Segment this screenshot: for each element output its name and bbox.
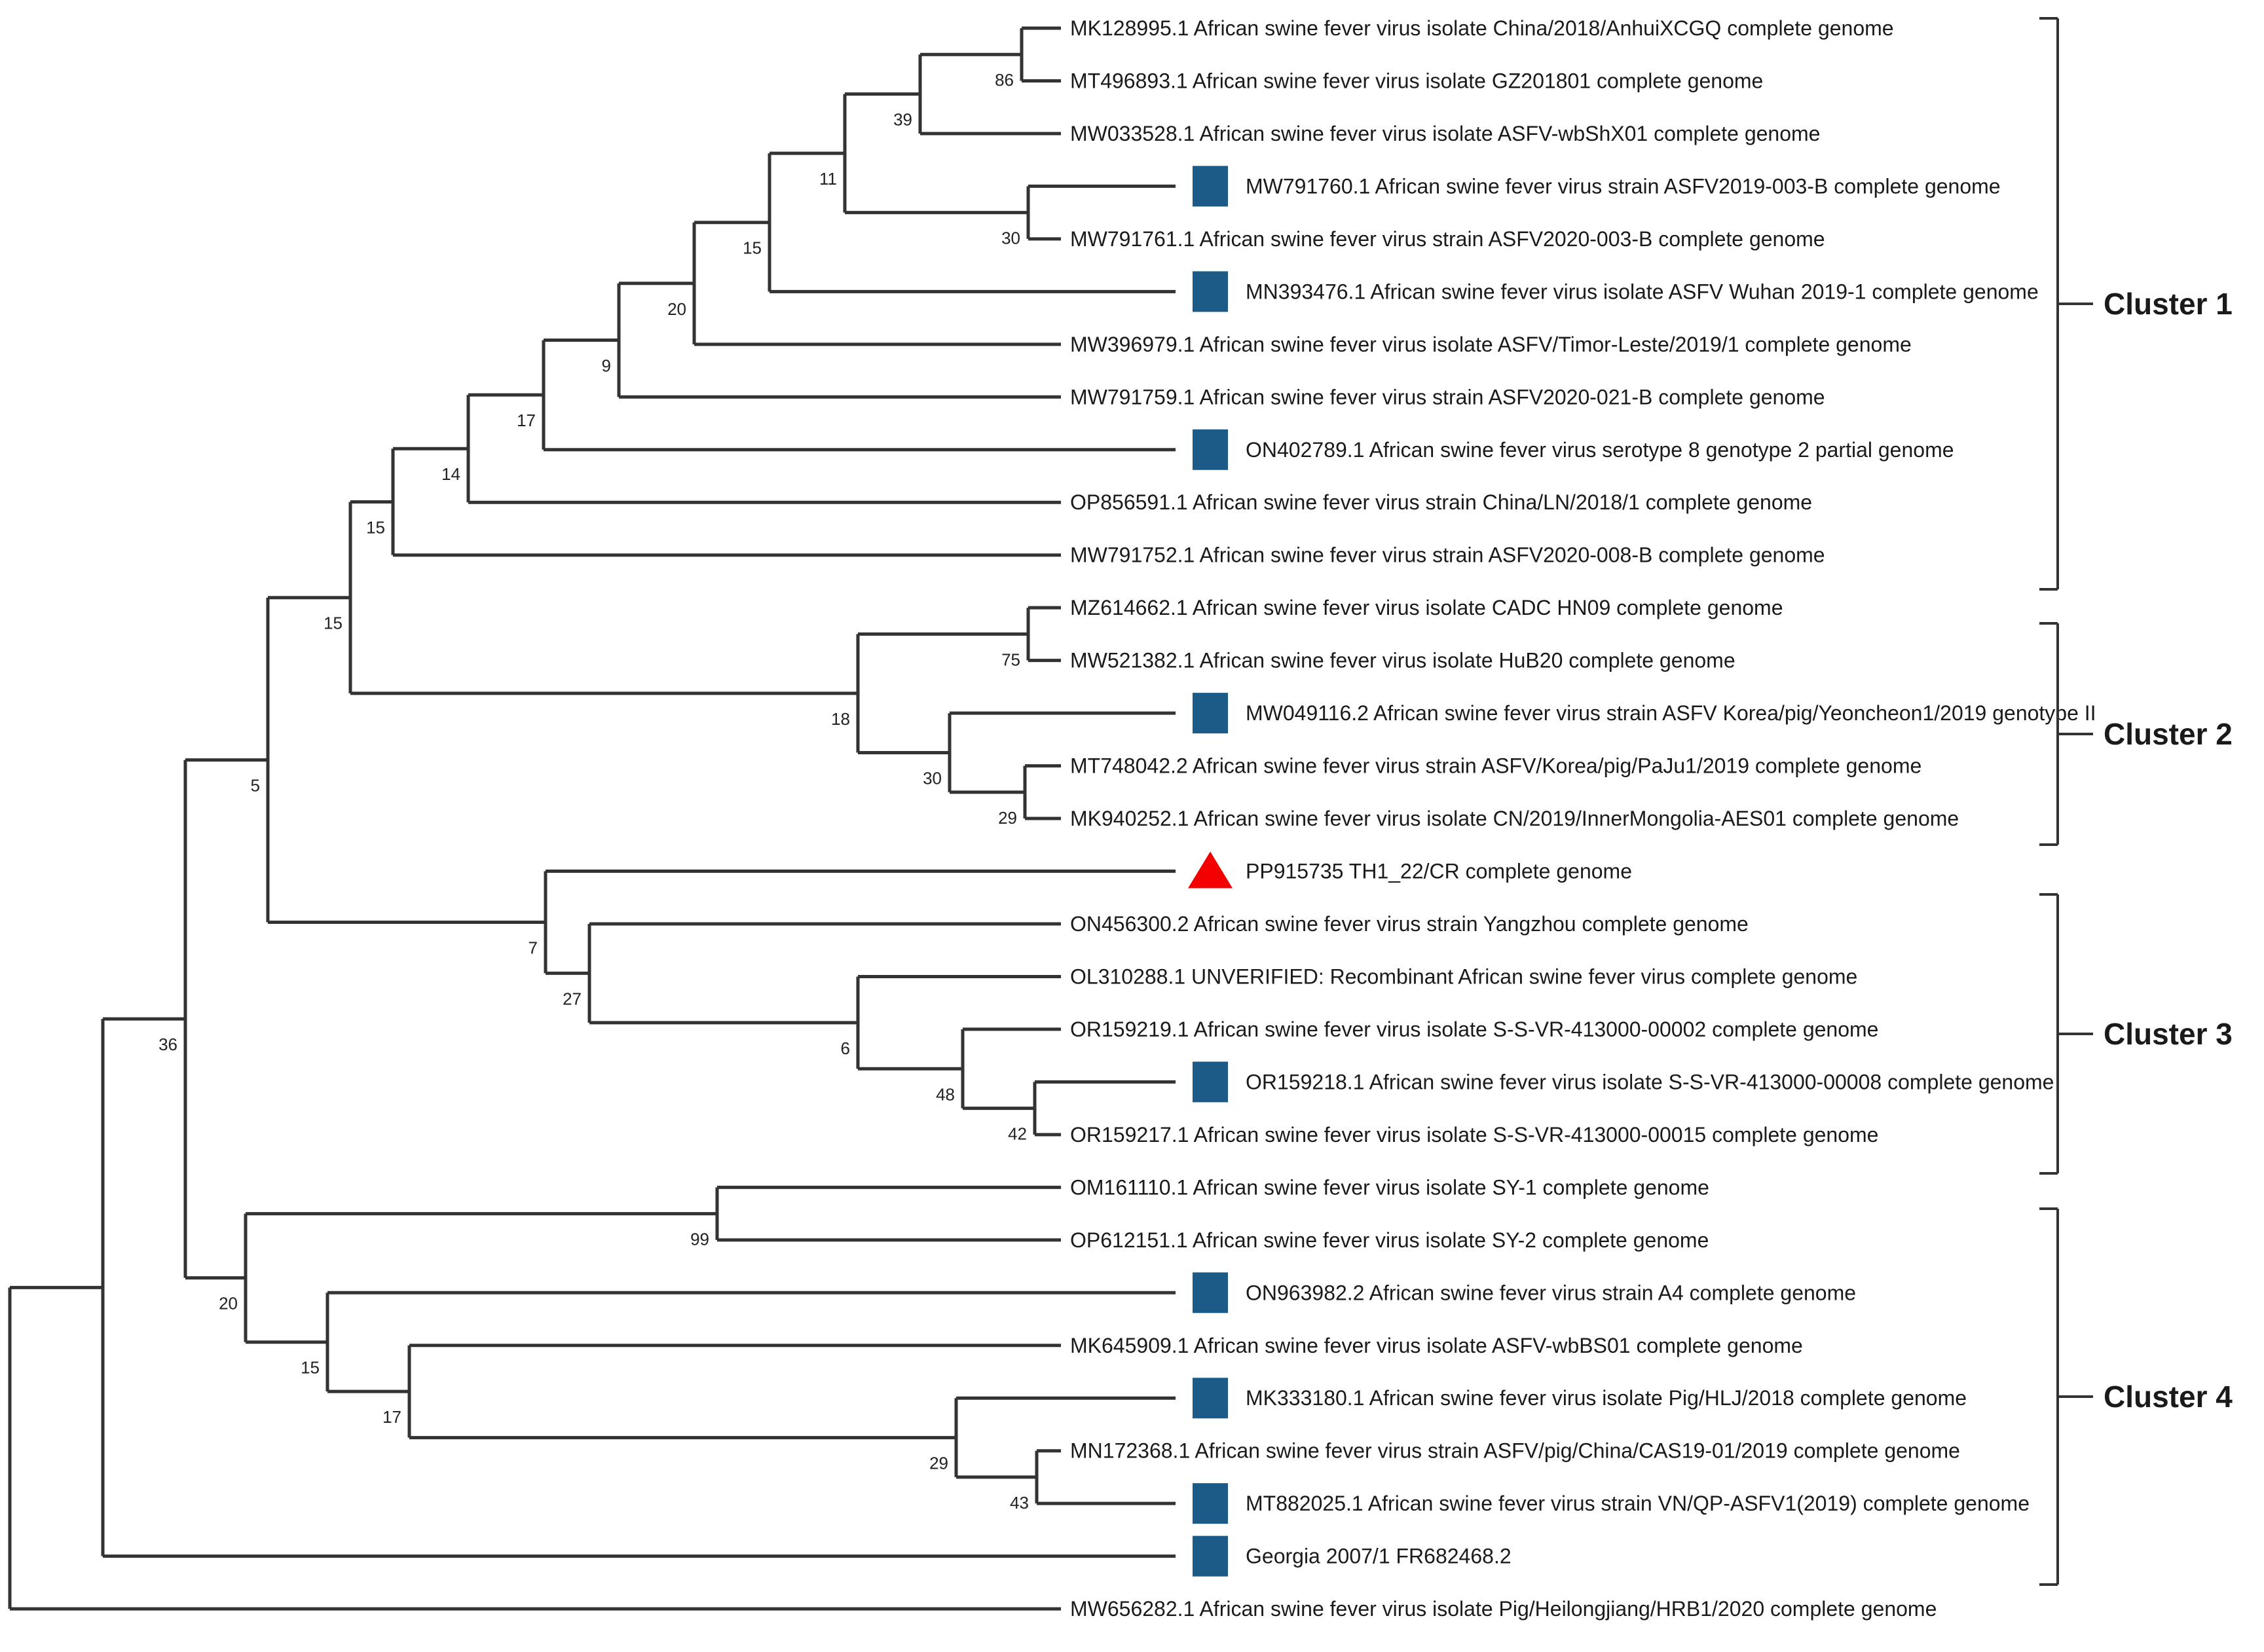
- square-marker-icon: [1193, 1061, 1228, 1103]
- bootstrap-label: 36: [158, 1035, 177, 1054]
- taxon-label: MZ614662.1 African swine fever virus iso…: [1070, 596, 1783, 619]
- taxon-label: OP612151.1 African swine fever virus iso…: [1070, 1228, 1709, 1252]
- bootstrap-label: 17: [517, 411, 536, 430]
- triangle-marker-icon: [1188, 851, 1233, 889]
- square-marker-icon: [1193, 693, 1228, 734]
- taxon-label: MW791752.1 African swine fever virus str…: [1070, 543, 1825, 567]
- taxon-label: MN393476.1 African swine fever virus iso…: [1246, 280, 2039, 303]
- square-marker-icon: [1193, 1483, 1228, 1524]
- bootstrap-label: 20: [219, 1294, 238, 1313]
- bootstrap-label: 27: [563, 989, 582, 1008]
- bootstrap-label: 29: [998, 808, 1017, 828]
- taxon-label: MK940252.1 African swine fever virus iso…: [1070, 807, 1959, 830]
- bootstrap-label: 15: [301, 1358, 320, 1378]
- bootstrap-label: 15: [324, 614, 343, 633]
- taxon-label: MW049116.2 African swine fever virus str…: [1246, 701, 2096, 725]
- taxon-label: MW791759.1 African swine fever virus str…: [1070, 385, 1825, 409]
- taxon-label: ON456300.2 African swine fever virus str…: [1070, 912, 1749, 936]
- bootstrap-label: 5: [251, 776, 260, 796]
- taxon-label: ON963982.2 African swine fever virus str…: [1246, 1281, 1856, 1304]
- taxon-label: MK645909.1 African swine fever virus iso…: [1070, 1334, 1803, 1357]
- bootstrap-label: 75: [1001, 650, 1020, 669]
- taxon-label: MW521382.1 African swine fever virus iso…: [1070, 649, 1735, 672]
- bootstrap-label: 17: [382, 1407, 401, 1427]
- bootstrap-label: 99: [690, 1230, 709, 1249]
- bootstrap-label: 42: [1008, 1124, 1027, 1144]
- square-marker-icon: [1193, 1378, 1228, 1419]
- taxon-label: MW396979.1 African swine fever virus iso…: [1070, 333, 1912, 356]
- cluster-label: Cluster 3: [2104, 1017, 2233, 1051]
- bootstrap-label: 7: [529, 938, 538, 957]
- cluster-label: Cluster 4: [2104, 1380, 2233, 1414]
- square-marker-icon: [1193, 271, 1228, 312]
- bootstrap-label: 48: [936, 1084, 955, 1104]
- taxon-label: OR159219.1 African swine fever virus iso…: [1070, 1018, 1878, 1041]
- taxon-label: MW791761.1 African swine fever virus str…: [1070, 227, 1825, 251]
- taxon-label: Georgia 2007/1 FR682468.2: [1246, 1545, 1512, 1568]
- taxon-label: MN172368.1 African swine fever virus str…: [1070, 1439, 1960, 1463]
- taxon-label: MK333180.1 African swine fever virus iso…: [1246, 1386, 1967, 1410]
- bootstrap-label: 86: [995, 70, 1014, 90]
- taxon-label: PP915735 TH1_22/CR complete genome: [1246, 860, 1632, 883]
- taxon-label: MW656282.1 African swine fever virus iso…: [1070, 1597, 1937, 1621]
- bootstrap-label: 9: [602, 356, 611, 376]
- taxon-label: OL310288.1 UNVERIFIED: Recombinant Afric…: [1070, 964, 1857, 988]
- bootstrap-label: 15: [743, 238, 762, 258]
- square-marker-icon: [1193, 1272, 1228, 1313]
- bootstrap-label: 30: [923, 768, 942, 788]
- bootstrap-label: 30: [1001, 229, 1020, 248]
- bootstrap-label: 15: [366, 517, 385, 537]
- bootstrap-label: 6: [841, 1038, 850, 1058]
- bootstrap-label: 20: [667, 299, 686, 319]
- taxon-label: OR159217.1 African swine fever virus iso…: [1070, 1123, 1878, 1147]
- square-marker-icon: [1193, 429, 1228, 470]
- square-marker-icon: [1193, 166, 1228, 207]
- cluster-label: Cluster 2: [2104, 717, 2233, 751]
- bootstrap-label: 29: [929, 1454, 948, 1473]
- taxon-label: MT496893.1 African swine fever virus iso…: [1070, 69, 1763, 92]
- taxon-label: MW033528.1 African swine fever virus iso…: [1070, 122, 1820, 145]
- taxon-label: MK128995.1 African swine fever virus iso…: [1070, 16, 1894, 40]
- bootstrap-label: 11: [819, 169, 837, 189]
- taxon-label: MW791760.1 African swine fever virus str…: [1246, 174, 2001, 198]
- taxon-label: OR159218.1 African swine fever virus iso…: [1246, 1070, 2054, 1093]
- taxon-label: ON402789.1 African swine fever virus ser…: [1246, 438, 1954, 462]
- taxon-label: MT748042.2 African swine fever virus str…: [1070, 754, 1921, 778]
- bootstrap-label: 18: [831, 709, 850, 729]
- bootstrap-label: 39: [893, 110, 912, 130]
- cluster-label: Cluster 1: [2104, 287, 2233, 321]
- taxon-label: OM161110.1 African swine fever virus iso…: [1070, 1175, 1709, 1199]
- square-marker-icon: [1193, 1535, 1228, 1577]
- taxon-label: OP856591.1 African swine fever virus str…: [1070, 490, 1812, 514]
- taxon-label: MT882025.1 African swine fever virus str…: [1246, 1492, 2030, 1515]
- bootstrap-label: 43: [1010, 1493, 1029, 1513]
- bootstrap-label: 14: [441, 464, 460, 484]
